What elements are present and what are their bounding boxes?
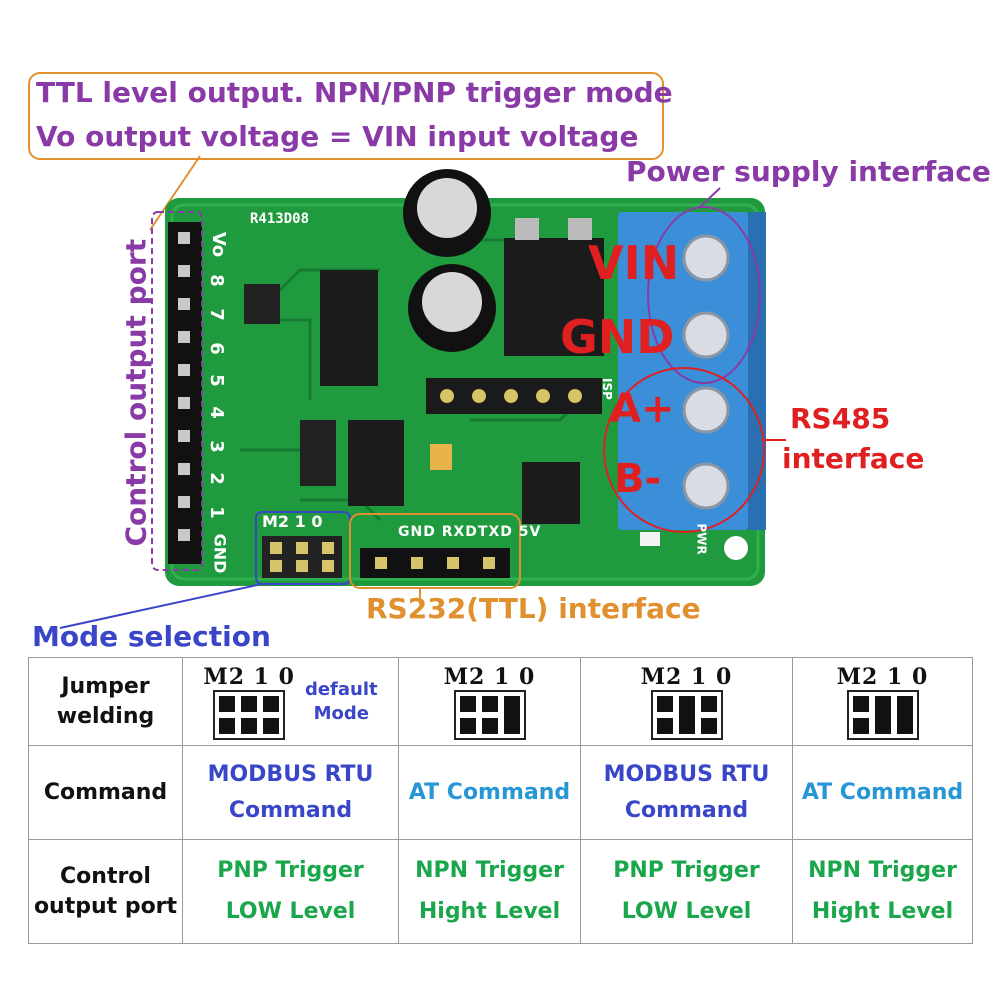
uart-pin-5v: 5V — [518, 524, 542, 540]
jumper-diagram — [453, 689, 526, 740]
jumper-open-pin — [481, 717, 498, 734]
mode-selection-label: Mode selection — [32, 620, 271, 653]
pin-label-8: 8 — [205, 274, 227, 287]
jumper-open-pin — [700, 695, 717, 712]
callout-line-1: TTL level output. NPN/PNP trigger mode — [36, 76, 673, 109]
uart-pin-rxd: RXD — [441, 524, 478, 540]
jumper-open-pin — [656, 695, 673, 712]
command-cell-mode-1: AT Command — [398, 745, 581, 840]
uart-pin-labels: GND RXDTXD 5V — [398, 524, 541, 540]
jumper-title: M2 1 0 — [640, 663, 733, 690]
jumper-open-pin — [219, 717, 236, 734]
jumper-open-pin — [656, 717, 673, 734]
jumper-bridged-pin — [678, 695, 695, 734]
pin-label-2: 2 — [205, 472, 227, 485]
pin-label-column: Vo 8 7 6 5 4 3 2 1 GND — [196, 226, 236, 576]
jumper-cell-mode-2: M2 1 0 — [580, 657, 793, 746]
jumper-diagram — [213, 689, 286, 740]
jumper-diagram — [650, 689, 723, 740]
jumper-open-pin — [481, 695, 498, 712]
terminal-label-vin: VIN — [588, 236, 680, 290]
command-cell-mode-0: MODBUS RTU Command — [182, 745, 399, 840]
terminal-label-a: A+ — [610, 386, 675, 432]
row-header-control: Control output port — [28, 839, 183, 944]
jumper-open-pin — [219, 695, 236, 712]
jumper-label-0: 0 — [311, 512, 323, 531]
command-cell-mode-3: AT Command — [792, 745, 973, 840]
jumper-bridged-pin — [896, 695, 913, 734]
table-row-command: Command MODBUS RTU Command AT Command MO… — [28, 745, 973, 840]
jumper-label-m2: M2 — [262, 512, 290, 531]
terminal-label-gnd: GND — [560, 310, 675, 364]
rs232-label: RS232(TTL) interface — [366, 592, 701, 625]
jumper-open-pin — [852, 695, 869, 712]
table-row-control: Control output port PNP Trigger LOW Leve… — [28, 839, 973, 944]
jumper-open-pin — [459, 717, 476, 734]
pin-label-4: 4 — [205, 406, 227, 419]
callout-line-2: Vo output voltage = VIN input voltage — [36, 120, 639, 153]
jumper-open-pin — [241, 695, 258, 712]
jumper-cell-mode-0: M2 1 0 default Mode — [182, 657, 399, 746]
pin-label-6: 6 — [205, 342, 227, 355]
pin-label-gnd: GND — [210, 533, 230, 574]
jumper-open-pin — [241, 717, 258, 734]
callout-box — [28, 72, 664, 160]
jumper-open-pin — [263, 717, 280, 734]
jumper-open-pin — [852, 717, 869, 734]
rs485-label-line1: RS485 — [790, 402, 891, 435]
mode-table: Jumper welding M2 1 0 default Mode M2 1 … — [28, 657, 973, 944]
default-mode-note: default Mode — [304, 679, 378, 724]
pwr-label: PWR — [694, 523, 709, 555]
jumper-label-1: 1 — [294, 512, 306, 531]
jumper-open-pin — [459, 695, 476, 712]
row-header-command: Command — [28, 745, 183, 840]
control-cell-mode-0: PNP Trigger LOW Level — [182, 839, 399, 944]
uart-pin-txd: TXD — [477, 524, 513, 540]
jumper-cell-mode-3: M2 1 0 — [792, 657, 973, 746]
jumper-title: M2 1 0 — [443, 663, 536, 690]
pin-label-vo: Vo — [208, 231, 230, 258]
command-cell-mode-2: MODBUS RTU Command — [580, 745, 793, 840]
jumper-bridged-pin — [503, 695, 520, 734]
relay-board-illustration — [59, 155, 786, 629]
pin-label-5: 5 — [205, 374, 227, 387]
uart-pin-gnd: GND — [398, 524, 436, 540]
pin-label-3: 3 — [205, 440, 227, 453]
pin-label-1: 1 — [205, 506, 227, 519]
terminal-label-b: B- — [614, 456, 662, 502]
control-output-label: Control output port — [119, 238, 153, 547]
rs485-label-line2: interface — [782, 442, 925, 475]
control-cell-mode-3: NPN Trigger Hight Level — [792, 839, 973, 944]
pin-label-7: 7 — [205, 308, 227, 321]
terminal-block — [618, 212, 748, 530]
jumper-diagram — [846, 689, 919, 740]
jumper-open-pin — [700, 717, 717, 734]
jumper-title: M2 1 0 — [836, 663, 929, 690]
jumper-header-labels: M2 1 0 — [262, 512, 323, 531]
control-cell-mode-2: PNP Trigger LOW Level — [580, 839, 793, 944]
jumper-cell-mode-1: M2 1 0 — [398, 657, 581, 746]
board-model-label: R413D08 — [250, 211, 310, 227]
jumper-title: M2 1 0 — [203, 663, 295, 690]
jumper-open-pin — [263, 695, 280, 712]
jumper-bridged-pin — [874, 695, 891, 734]
power-supply-label: Power supply interface — [626, 155, 991, 188]
control-cell-mode-1: NPN Trigger Hight Level — [398, 839, 581, 944]
row-header-jumper: Jumper welding — [28, 657, 183, 746]
table-row-jumper: Jumper welding M2 1 0 default Mode M2 1 … — [28, 657, 973, 746]
